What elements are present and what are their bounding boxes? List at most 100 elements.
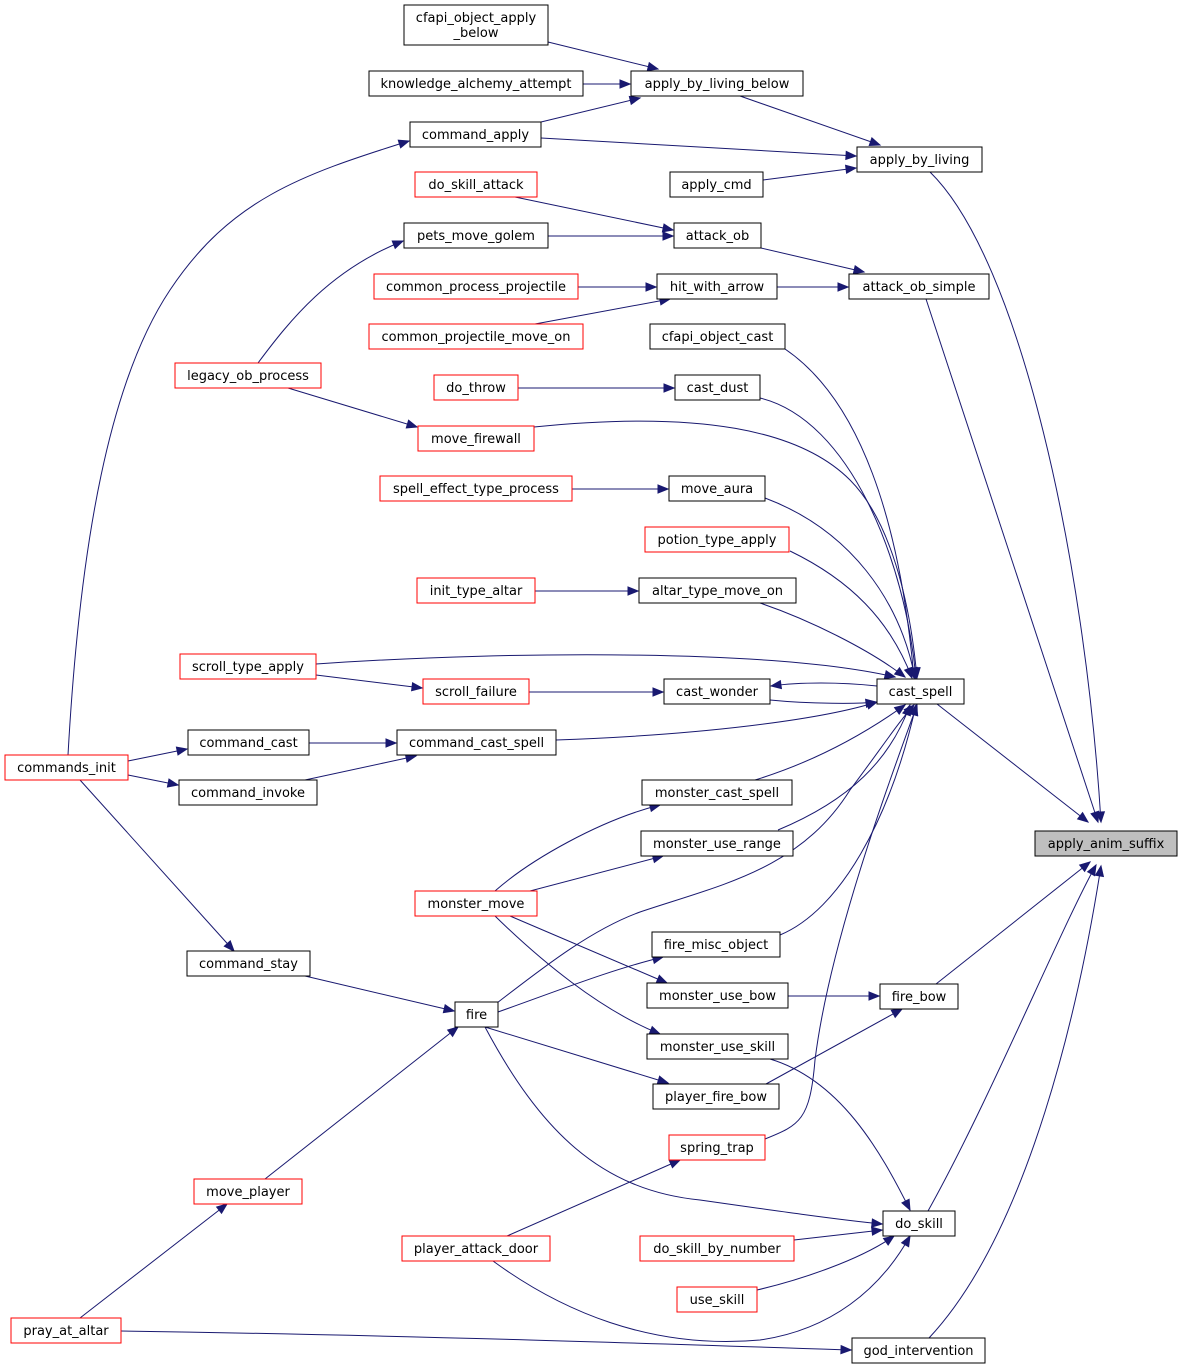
node-common-process-projectile[interactable]: common_process_projectile [373,273,579,300]
edge-arrowhead [645,282,658,292]
node-spell-effect-type-process[interactable]: spell_effect_type_process [379,475,573,502]
node-box [368,70,584,97]
node-altar-type-move-on[interactable]: altar_type_move_on [638,577,797,604]
node-do-skill-by-number[interactable]: do_skill_by_number [639,1235,795,1262]
node-scroll-type-apply[interactable]: scroll_type_apply [179,653,317,680]
node-init-type-altar[interactable]: init_type_altar [416,577,536,604]
node-label: scroll_type_apply [192,660,304,675]
node-label: fire_bow [892,990,947,1005]
edge-line [315,674,423,689]
node-attack-ob[interactable]: attack_ob [673,222,762,249]
edge-monster_move-to-monster_cast_spell [494,802,662,892]
node-apply-cmd[interactable]: apply_cmd [669,171,764,198]
node-scroll-failure[interactable]: scroll_failure [422,678,530,705]
node-monster-use-bow[interactable]: monster_use_bow [646,982,789,1009]
node-box [417,425,535,452]
edge-arrowhead [882,1235,896,1246]
node-legacy-ob-process[interactable]: legacy_ob_process [174,362,322,389]
node-label: cast_wonder [676,685,759,700]
node-cfapi-object-apply-below[interactable]: cfapi_object_apply_below [403,4,549,46]
edge-cfapi_object_cast-to-cast_spell [784,348,918,680]
node-fire-misc-object[interactable]: fire_misc_object [651,931,781,958]
edge-line [770,682,878,687]
edge-arrowhead [901,1198,911,1212]
edge-knowledge_alchemy_attempt-to-apply_by_living_below [583,79,632,89]
node-potion-type-apply[interactable]: potion_type_apply [644,526,790,553]
node-box [848,273,990,300]
edge-line [264,1026,459,1180]
edge-arrowhead [628,95,642,106]
node-common-projectile-move-on[interactable]: common_projectile_move_on [368,323,584,350]
edge-line [777,704,911,831]
node-command-invoke[interactable]: command_invoke [178,779,318,806]
node-god-intervention[interactable]: god_intervention [851,1337,986,1364]
node-box [882,1210,956,1237]
node-box [401,1235,551,1262]
node-monster-use-skill[interactable]: monster_use_skill [646,1033,789,1060]
node-cast-spell[interactable]: cast_spell [876,678,965,705]
node-commands-init[interactable]: commands_init [4,754,129,781]
node-attack-ob-simple[interactable]: attack_ob_simple [848,273,990,300]
edge-commands_init-to-command_cast [127,746,189,762]
node-box [641,779,793,806]
edge-arrowhead [868,137,882,147]
node-command-cast-spell[interactable]: command_cast_spell [396,729,557,756]
edge-line [287,387,418,428]
edge-line [754,704,906,781]
edge-player_attack_door-to-spring_trap [506,1159,682,1237]
edge-monster_move-to-monster_use_range [529,854,665,892]
node-cast-dust[interactable]: cast_dust [674,374,761,401]
node-label: cast_dust [687,381,749,396]
edge-arrowhead [883,669,897,680]
node-label: use_skill [690,1293,745,1308]
node-player-attack-door[interactable]: player_attack_door [401,1235,551,1262]
edge-do_skill-to-apply_anim_suffix [927,863,1097,1212]
edge-arrowhead [166,778,180,788]
node-apply-by-living-below[interactable]: apply_by_living_below [630,70,804,97]
node-monster-move[interactable]: monster_move [414,890,538,917]
node-monster-cast-spell[interactable]: monster_cast_spell [641,779,793,806]
node-hit-with-arrow[interactable]: hit_with_arrow [656,273,778,300]
node-label: scroll_failure [435,685,517,700]
node-move-firewall[interactable]: move_firewall [417,425,535,452]
edge-scroll_type_apply-to-cast_spell [315,654,897,680]
node-monster-use-range[interactable]: monster_use_range [640,830,794,857]
edge-line [547,41,659,70]
node-box [644,526,790,553]
node-knowledge-alchemy-attempt[interactable]: knowledge_alchemy_attempt [368,70,584,97]
node-do-throw[interactable]: do_throw [433,374,519,401]
edge-line [304,755,417,781]
node-label: do_throw [446,381,506,396]
node-pets-move-golem[interactable]: pets_move_golem [403,222,549,249]
node-label: command_cast_spell [409,736,544,751]
node-apply-by-living[interactable]: apply_by_living [856,146,983,173]
node-command-cast[interactable]: command_cast [187,729,310,756]
edge-line [925,298,1099,823]
node-move-player[interactable]: move_player [193,1178,303,1205]
node-fire[interactable]: fire [454,1001,499,1028]
node-label: move_firewall [431,432,521,447]
node-command-apply[interactable]: command_apply [409,121,542,148]
node-cast-wonder[interactable]: cast_wonder [663,678,771,705]
edge-arrowhead [627,586,640,596]
edge-apply_by_living_below-to-apply_by_living [739,95,882,147]
node-do-skill[interactable]: do_skill [882,1210,956,1237]
node-box [630,70,804,97]
node-spring-trap[interactable]: spring_trap [668,1134,766,1161]
node-label: monster_use_range [653,837,781,852]
node-fire-bow[interactable]: fire_bow [879,983,959,1010]
node-label: fire_misc_object [664,938,769,953]
node-box [403,222,549,249]
node-box [4,754,129,781]
node-cfapi-object-cast[interactable]: cfapi_object_cast [649,323,786,350]
edge-arrowhead [890,1008,904,1019]
node-use-skill[interactable]: use_skill [676,1286,758,1313]
node-pray-at-altar[interactable]: pray_at_altar [10,1317,122,1344]
node-do-skill-attack[interactable]: do_skill_attack [414,171,538,198]
node-move-aura[interactable]: move_aura [668,475,766,502]
node-box [652,1083,780,1110]
edge-pray_at_altar-to-god_intervention [120,1330,853,1355]
node-command-stay[interactable]: command_stay [186,950,311,977]
node-player-fire-bow[interactable]: player_fire_bow [652,1083,780,1110]
node-box [674,374,761,401]
